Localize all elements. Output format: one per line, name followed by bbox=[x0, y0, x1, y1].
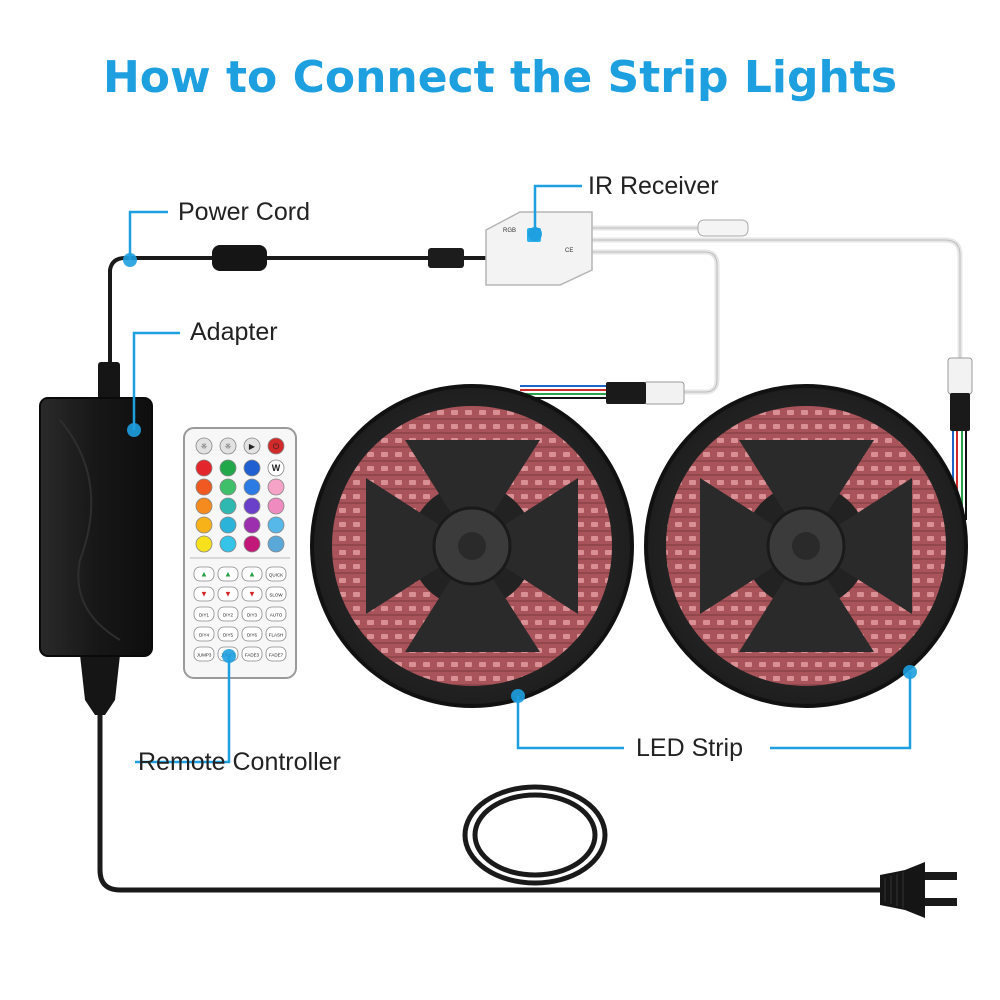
remote-function-key-label: DIY2 bbox=[223, 613, 234, 618]
remote-function-key-label: FADE7 bbox=[269, 653, 284, 658]
callout-lines bbox=[128, 184, 912, 764]
remote-color-key[interactable] bbox=[195, 459, 213, 477]
remote-color-key[interactable] bbox=[243, 478, 261, 496]
remote-function-key-label: JUMP3 bbox=[197, 653, 212, 658]
ferrite-bead bbox=[212, 245, 267, 271]
remote-function-key[interactable] bbox=[217, 606, 239, 622]
remote-function-key-label: ▼ bbox=[224, 590, 232, 599]
remote-color-key[interactable] bbox=[243, 459, 261, 477]
remote-top-key-label: ▶ bbox=[249, 442, 256, 451]
remote-color-key[interactable] bbox=[219, 497, 237, 515]
label-remote-controller: Remote Controller bbox=[138, 748, 341, 776]
adapter bbox=[39, 397, 153, 657]
remote-function-key[interactable] bbox=[217, 626, 239, 642]
adapter-strain-relief bbox=[98, 362, 120, 400]
remote-function-key-label: DIY3 bbox=[247, 613, 258, 618]
remote-function-key[interactable] bbox=[193, 606, 215, 622]
remote-function-key[interactable] bbox=[265, 586, 287, 602]
remote-function-key[interactable] bbox=[265, 646, 287, 662]
remote-function-key[interactable] bbox=[193, 646, 215, 662]
wall-plug bbox=[880, 862, 957, 918]
remote-color-key[interactable] bbox=[267, 497, 285, 515]
remote-function-key[interactable] bbox=[193, 626, 215, 642]
remote-function-key[interactable] bbox=[241, 626, 263, 642]
remote-function-key[interactable] bbox=[193, 566, 215, 582]
remote-key-label: W bbox=[272, 463, 281, 473]
adapter-ac-cable bbox=[80, 655, 120, 725]
remote-function-key[interactable] bbox=[265, 626, 287, 642]
remote-function-key-label: AUTO bbox=[270, 613, 283, 618]
remote-color-key[interactable] bbox=[219, 535, 237, 553]
remote-function-key[interactable] bbox=[193, 586, 215, 602]
remote-color-key[interactable] bbox=[195, 478, 213, 496]
remote-color-key[interactable] bbox=[267, 478, 285, 496]
remote-function-key-label: DIY6 bbox=[247, 633, 258, 638]
remote-function-key-label: ▲ bbox=[200, 570, 208, 579]
remote-function-key[interactable] bbox=[265, 566, 287, 582]
remote-color-key[interactable] bbox=[267, 459, 285, 477]
remote-function-key[interactable] bbox=[265, 606, 287, 622]
remote-color-key[interactable] bbox=[243, 497, 261, 515]
remote-function-key[interactable] bbox=[241, 586, 263, 602]
remote-function-key-label: FLASH bbox=[269, 633, 284, 638]
remote-color-key[interactable] bbox=[243, 535, 261, 553]
remote-color-key[interactable] bbox=[195, 516, 213, 534]
remote-controller: ☼ ☼ ▶ ⏻ W ▲ ▲ ▲ QUICK ▼ ▼ ▼ SLOW DIY1 DIY2 DIY3 AUTO DIY4… bbox=[183, 427, 297, 679]
remote-top-key[interactable] bbox=[243, 437, 261, 455]
remote-function-key-label: FADE3 bbox=[245, 653, 260, 658]
remote-function-key[interactable] bbox=[217, 586, 239, 602]
remote-function-key[interactable] bbox=[241, 646, 263, 662]
remote-function-key-label: QUICK bbox=[269, 573, 283, 578]
label-power-cord: Power Cord bbox=[178, 198, 310, 226]
remote-function-key[interactable] bbox=[241, 606, 263, 622]
remote-function-key-label: ▲ bbox=[224, 570, 232, 579]
remote-top-key[interactable] bbox=[219, 437, 237, 455]
remote-function-key-label: ▼ bbox=[248, 590, 256, 599]
remote-color-key[interactable] bbox=[267, 516, 285, 534]
led-reel-left bbox=[310, 384, 634, 708]
led-reel-right bbox=[644, 384, 968, 708]
remote-color-key[interactable] bbox=[195, 535, 213, 553]
remote-top-key[interactable] bbox=[195, 437, 213, 455]
svg-text:CE: CE bbox=[565, 248, 573, 254]
power-cord bbox=[108, 256, 488, 365]
callout-dots bbox=[123, 227, 917, 703]
remote-function-key-label: ▼ bbox=[200, 590, 208, 599]
remote-color-key[interactable] bbox=[243, 516, 261, 534]
remote-color-key[interactable] bbox=[195, 497, 213, 515]
ir-controller-box: CE RGB bbox=[485, 211, 973, 520]
page-title: How to Connect the Strip Lights bbox=[102, 52, 898, 103]
remote-top-key[interactable] bbox=[267, 437, 285, 455]
label-ir-receiver: IR Receiver bbox=[588, 172, 719, 200]
remote-function-key-label: DIY5 bbox=[223, 633, 234, 638]
label-adapter: Adapter bbox=[190, 318, 278, 346]
remote-top-key-label: ☼ bbox=[224, 442, 231, 451]
remote-color-key[interactable] bbox=[267, 535, 285, 553]
svg-text:RGB: RGB bbox=[503, 228, 516, 234]
remote-function-key[interactable] bbox=[217, 566, 239, 582]
remote-top-key-label: ⏻ bbox=[273, 442, 280, 451]
remote-color-key[interactable] bbox=[219, 459, 237, 477]
remote-color-key[interactable] bbox=[219, 516, 237, 534]
plug-cable bbox=[97, 717, 893, 893]
label-led-strip: LED Strip bbox=[636, 734, 743, 762]
remote-function-key-label: DIY4 bbox=[199, 633, 210, 638]
dc-connector bbox=[428, 248, 464, 268]
remote-function-key-label: ▲ bbox=[248, 570, 256, 579]
remote-function-key[interactable] bbox=[241, 566, 263, 582]
remote-function-key-label: SLOW bbox=[269, 593, 283, 598]
remote-function-key-label: DIY1 bbox=[199, 613, 210, 618]
remote-top-key-label: ☼ bbox=[200, 442, 207, 451]
remote-color-key[interactable] bbox=[219, 478, 237, 496]
